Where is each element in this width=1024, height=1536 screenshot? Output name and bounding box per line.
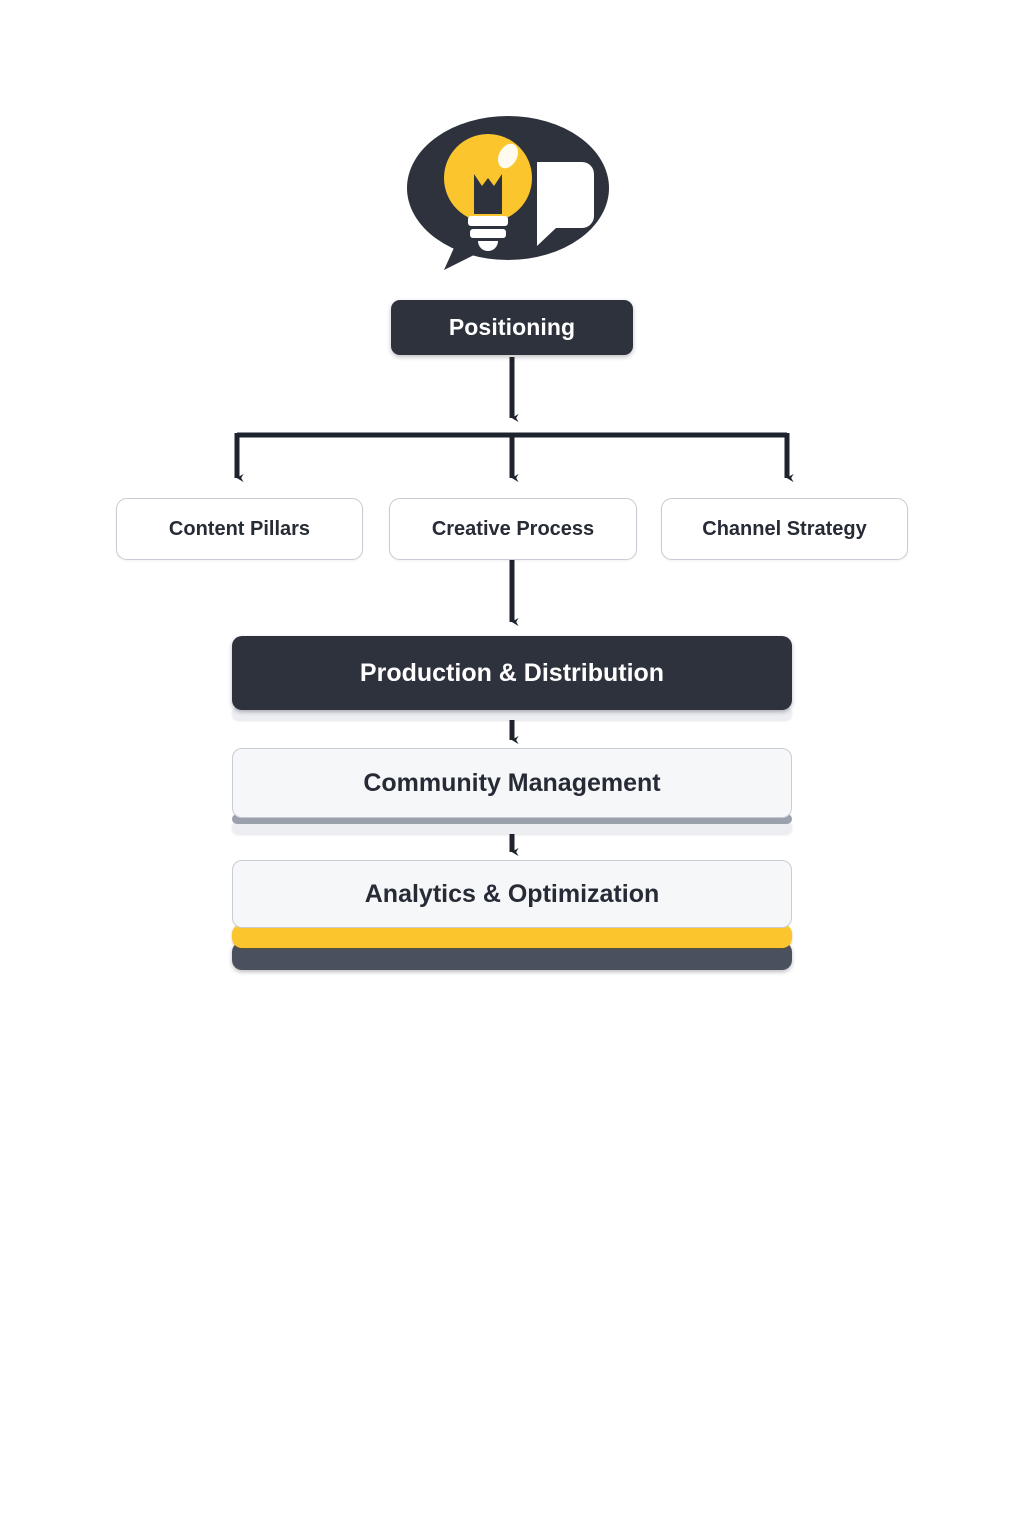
node-analytics-optimization[interactable]: Analytics & Optimization bbox=[232, 860, 792, 928]
node-production-distribution[interactable]: Production & Distribution bbox=[232, 636, 792, 710]
node-channel-strategy-label: Channel Strategy bbox=[702, 517, 867, 540]
node-production-distribution-label: Production & Distribution bbox=[359, 658, 665, 687]
stack-slab-grey-under-community bbox=[232, 814, 792, 824]
node-creative-process-label: Creative Process bbox=[431, 517, 595, 540]
node-analytics-optimization-label: Analytics & Optimization bbox=[364, 879, 660, 908]
node-content-pillars-label: Content Pillars bbox=[168, 517, 311, 540]
node-positioning-label: Positioning bbox=[448, 314, 576, 340]
node-creative-process[interactable]: Creative Process bbox=[389, 498, 637, 560]
node-content-pillars[interactable]: Content Pillars bbox=[116, 498, 363, 560]
stack-slab-light-under-community bbox=[232, 821, 792, 834]
node-community-management[interactable]: Community Management bbox=[232, 748, 792, 818]
node-positioning[interactable]: Positioning bbox=[391, 300, 633, 355]
lightbulb-speech-bubble-icon bbox=[404, 112, 620, 282]
stack-accent-slab-yellow bbox=[232, 924, 792, 948]
node-channel-strategy[interactable]: Channel Strategy bbox=[661, 498, 908, 560]
node-community-management-label: Community Management bbox=[363, 768, 661, 797]
